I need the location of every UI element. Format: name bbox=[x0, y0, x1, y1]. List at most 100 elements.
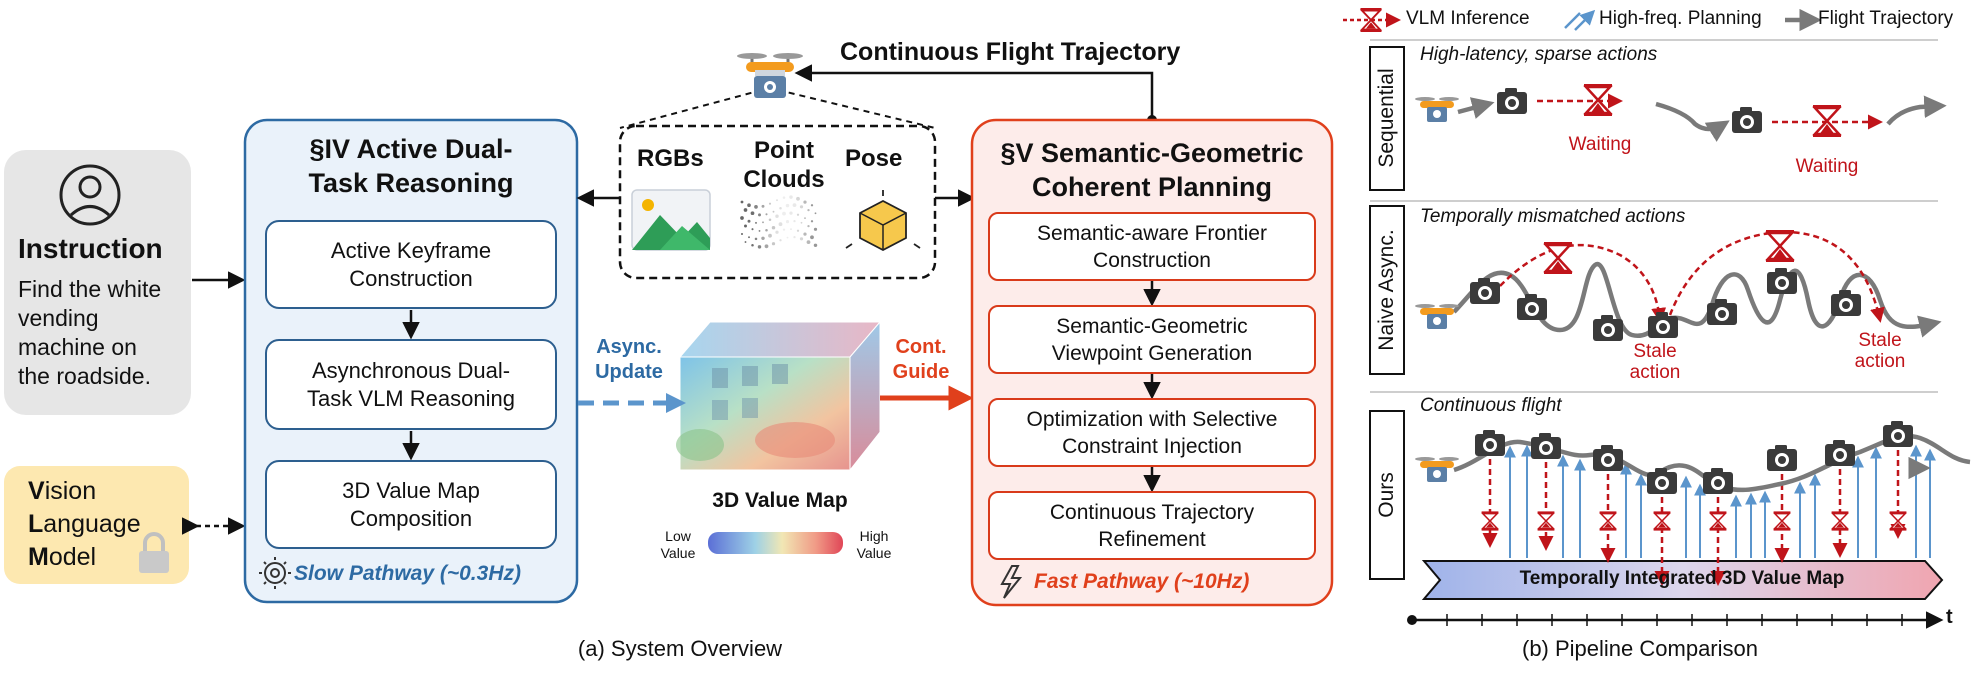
value-low-line-2: Value bbox=[660, 545, 696, 561]
cont-line-1: Cont. bbox=[895, 336, 947, 358]
legend-planning-icon bbox=[1564, 9, 1596, 31]
row-label-naive: Naive Async. bbox=[1375, 229, 1398, 351]
instruction-box bbox=[4, 150, 191, 415]
fast-title-line-2: Coherent Planning bbox=[1031, 172, 1272, 202]
instruction-text: Find the white vending machine on the ro… bbox=[18, 275, 161, 391]
vlm-initial-l: L bbox=[28, 510, 44, 538]
slow-step-1-line-1: Active Keyframe bbox=[330, 237, 492, 263]
naive-camera-5 bbox=[1707, 299, 1737, 325]
slow-panel-title: §IV Active Dual- Task Reasoning bbox=[245, 132, 577, 200]
naive-camera-1 bbox=[1470, 278, 1500, 304]
ours-banner bbox=[1421, 560, 1944, 600]
rgb-label: RGBs bbox=[637, 145, 704, 172]
naive-camera-2 bbox=[1517, 294, 1547, 320]
async-line-1: Async. bbox=[596, 336, 662, 358]
seq-waiting-1: Waiting bbox=[1568, 134, 1632, 155]
naive-stale-2-line-2: action bbox=[1854, 351, 1906, 372]
row-label-sequential: Sequential bbox=[1375, 68, 1398, 168]
value-low-line-1: Low bbox=[665, 528, 691, 544]
point-cloud-icon bbox=[740, 195, 818, 249]
naive-hourglass-2 bbox=[1765, 230, 1795, 262]
seq-waiting-2: Waiting bbox=[1795, 156, 1859, 177]
naive-vlm-arc-2 bbox=[1668, 230, 1885, 323]
fast-step-3-line-1: Optimization with Selective bbox=[1026, 407, 1278, 431]
naive-stale-1-line-1: Stale bbox=[1633, 341, 1677, 362]
fast-title-line-1: §V Semantic-Geometric bbox=[1000, 138, 1304, 168]
gear-icon bbox=[259, 557, 291, 589]
slow-step-2-line-1: Asynchronous Dual- bbox=[311, 357, 511, 383]
seq-traj-3 bbox=[1886, 95, 1947, 126]
pose-label: Pose bbox=[845, 145, 903, 172]
legend-trajectory-label: Flight Trajectory bbox=[1818, 8, 1954, 29]
slow-step-3-line-1: 3D Value Map bbox=[342, 477, 480, 503]
value-high-label: High Value bbox=[846, 528, 902, 562]
point-clouds-label: Point Clouds bbox=[740, 136, 828, 194]
user-icon-body bbox=[70, 205, 110, 217]
legend-hourglass-icon bbox=[1359, 8, 1383, 32]
top-trajectory-label: Continuous Flight Trajectory bbox=[840, 38, 1181, 66]
value-high-line-1: High bbox=[859, 528, 889, 544]
instruction-line-3: machine on bbox=[18, 334, 137, 360]
lock-icon bbox=[139, 532, 169, 573]
row-subtitle-ours: Continuous flight bbox=[1420, 395, 1562, 416]
point-clouds-line-2: Clouds bbox=[743, 166, 825, 193]
cont-guide-label: Cont. Guide bbox=[878, 335, 964, 385]
fast-panel-title: §V Semantic-Geometric Coherent Planning bbox=[972, 136, 1332, 204]
naive-camera-4 bbox=[1648, 312, 1678, 338]
time-axis-ticks bbox=[1446, 614, 1903, 626]
seq-hourglass-1 bbox=[1583, 84, 1613, 116]
time-axis-origin bbox=[1407, 615, 1417, 625]
instruction-line-1: Find the white bbox=[18, 276, 162, 302]
vlm-word-1-rest: ision bbox=[44, 477, 97, 505]
lightning-icon bbox=[1000, 565, 1023, 599]
vlm-word-2-rest: anguage bbox=[43, 510, 141, 538]
fast-step-2-line-2: Viewpoint Generation bbox=[1051, 341, 1253, 365]
fast-step-4-line-2: Refinement bbox=[1098, 527, 1206, 551]
instruction-line-2: vending bbox=[18, 305, 99, 331]
value-map-title: 3D Value Map bbox=[712, 489, 848, 512]
seq-drone-icon bbox=[1415, 97, 1459, 122]
seq-hourglass-2 bbox=[1812, 105, 1842, 137]
vlm-initial-v: V bbox=[28, 477, 45, 505]
value-scale-bar bbox=[708, 532, 843, 554]
fast-step-2-line-1: Semantic-Geometric bbox=[1056, 314, 1248, 338]
vlm-label: Vision Language Model bbox=[28, 475, 141, 574]
caption-system-overview: (a) System Overview bbox=[577, 636, 783, 661]
value-low-label: Low Value bbox=[650, 528, 706, 562]
legend-planning-label: High-freq. Planning bbox=[1599, 8, 1762, 29]
naive-camera-7 bbox=[1831, 290, 1861, 316]
fast-step-1-line-1: Semantic-aware Frontier bbox=[1037, 221, 1267, 245]
naive-stale-2-line-1: Stale bbox=[1858, 330, 1902, 351]
fast-step-4-line-1: Continuous Trajectory bbox=[1049, 500, 1255, 524]
async-update-label: Async. Update bbox=[583, 335, 675, 385]
value-high-line-2: Value bbox=[856, 545, 892, 561]
row-box-naive bbox=[1369, 205, 1405, 375]
naive-camera-3 bbox=[1593, 315, 1623, 341]
caption-pipeline-comparison: (b) Pipeline Comparison bbox=[1522, 636, 1758, 661]
async-line-2: Update bbox=[595, 361, 663, 383]
drone-dash-left bbox=[619, 89, 763, 129]
slow-title-line-2: Task Reasoning bbox=[308, 168, 514, 198]
naive-camera-6 bbox=[1767, 268, 1797, 294]
fast-step-1-line-2: Construction bbox=[1093, 248, 1211, 272]
slow-step-3-line-2: Composition bbox=[349, 505, 473, 531]
image-icon bbox=[631, 189, 711, 251]
row-subtitle-sequential: High-latency, sparse actions bbox=[1420, 44, 1658, 65]
vlm-word-3-rest: odel bbox=[48, 543, 97, 571]
cont-line-2: Guide bbox=[892, 361, 950, 383]
pose-cube-icon bbox=[845, 190, 921, 252]
naive-stale-1: Stale action bbox=[1605, 341, 1705, 383]
ours-banner-label: Temporally Integrated 3D Value Map bbox=[1519, 568, 1845, 589]
vlm-initial-m: M bbox=[28, 543, 49, 571]
slow-pathway-label: Slow Pathway (~0.3Hz) bbox=[294, 562, 521, 585]
ours-planning-arrows bbox=[1504, 444, 1936, 558]
slow-step-1-line-2: Construction bbox=[349, 265, 473, 291]
user-icon bbox=[59, 164, 121, 226]
naive-hourglass-1 bbox=[1543, 242, 1573, 274]
seq-traj-1 bbox=[1457, 97, 1495, 119]
